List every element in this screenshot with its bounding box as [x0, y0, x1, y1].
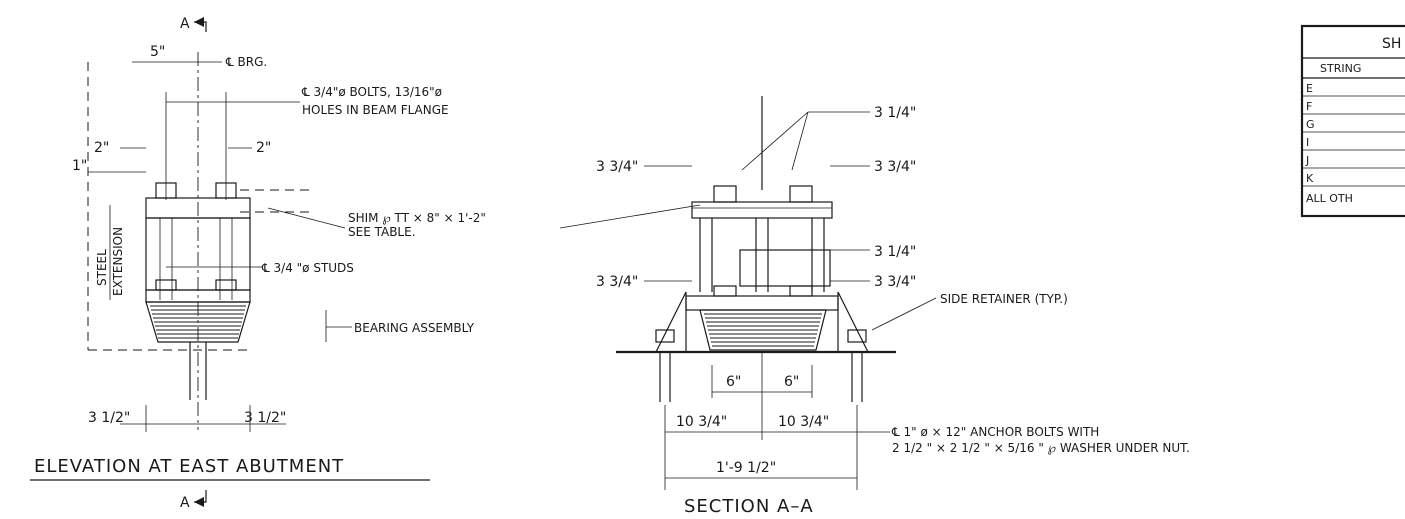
section-top-plate [691, 201, 833, 219]
elevation-view: A 5" ℄ BRG. ℄ 3/4"ø BOLTS, 13/16"ø HOLES… [30, 16, 475, 511]
section-bearing-assembly [699, 309, 827, 351]
dim-10-3-4-right: 10 3/4" [778, 414, 829, 430]
table-row-label: J [1305, 154, 1309, 167]
cl-brg-label: ℄ BRG. [225, 55, 267, 69]
anchor-note-line1: ℄ 1" ø × 12" ANCHOR BOLTS WITH [891, 425, 1099, 439]
table-row-label: G [1306, 118, 1315, 131]
dim-5in: 5" [150, 44, 165, 60]
table-header: STRING [1320, 62, 1361, 75]
section-marker-bottom: A [180, 495, 190, 511]
dim-1in: 1" [72, 158, 87, 174]
dim-3-1-2-left: 3 1/2" [88, 410, 130, 426]
studs-note: ℄ 3/4 "ø STUDS [261, 261, 354, 275]
section-title: SECTION A–A [684, 496, 814, 517]
table-title: SH [1382, 36, 1401, 52]
stud-nut-left [155, 279, 177, 291]
section-middle-block [739, 249, 831, 287]
shim-table: SH STRING E F G I J K ALL OTH [1300, 24, 1405, 218]
bearing-assembly [145, 301, 251, 343]
section-view: 3 1/4" 3 3/4" 3 3/4" 3 1/4" 3 3/4" 3 3/4… [596, 96, 1190, 517]
bolts-note-line1: ℄ 3/4"ø BOLTS, 13/16"ø [301, 85, 442, 99]
side-retainer-left [655, 291, 687, 353]
table-row-label: ALL OTH [1306, 192, 1353, 205]
dim-6in-right: 6" [784, 374, 799, 390]
section-arrowhead-bottom [194, 497, 204, 507]
table-row-label: E [1306, 82, 1313, 95]
section-arrowhead-top [194, 17, 204, 27]
shim-note-line2: SEE TABLE. [348, 225, 416, 239]
dim-2in-left: 2" [94, 140, 109, 156]
dim-3-1-4-mid: 3 1/4" [874, 244, 916, 260]
dim-3-3-4-mid-right: 3 3/4" [874, 274, 916, 290]
top-nut-right [215, 182, 237, 199]
section-top-nut-left [713, 185, 737, 203]
table-row-label: F [1306, 100, 1312, 113]
table-row-label: K [1306, 172, 1314, 185]
shim-note-line1: SHIM ℘ TT × 8" × 1'-2" [348, 211, 486, 225]
table-frame [1300, 24, 1405, 218]
section-bottom-plate [685, 295, 839, 311]
section-top-nut-right [789, 185, 813, 203]
dim-3-3-4-mid-left: 3 3/4" [596, 274, 638, 290]
dim-2in-right: 2" [256, 140, 271, 156]
bearing-hatch [150, 305, 246, 339]
dim-3-1-2-right: 3 1/2" [244, 410, 286, 426]
section-stud-nut-right [789, 285, 813, 297]
dim-overall: 1'-9 1/2" [716, 460, 776, 476]
dim-3-3-4-top-right: 3 3/4" [874, 159, 916, 175]
section-bearing-hatch [704, 313, 822, 347]
anchor-nut-right [847, 329, 867, 343]
dim-10-3-4-left: 10 3/4" [676, 414, 727, 430]
anchor-nut-left [655, 329, 675, 343]
stud-nut-right [215, 279, 237, 291]
anchor-note-line2: 2 1/2 " × 2 1/2 " × 5/16 " ℘ WASHER UNDE… [892, 441, 1190, 455]
top-nut-left [155, 182, 177, 199]
extension-label: EXTENSION [111, 227, 125, 296]
dim-3-3-4-top-left: 3 3/4" [596, 159, 638, 175]
elevation-title: ELEVATION AT EAST ABUTMENT [34, 456, 344, 477]
steel-label: STEEL [95, 249, 109, 286]
dim-3-1-4-top: 3 1/4" [874, 105, 916, 121]
section-stud-nut-left [713, 285, 737, 297]
bearing-assembly-note: BEARING ASSEMBLY [354, 321, 475, 335]
dim-6in-left: 6" [726, 374, 741, 390]
side-retainer-right [837, 291, 869, 353]
bolts-note-line2: HOLES IN BEAM FLANGE [302, 103, 449, 117]
side-retainer-note: SIDE RETAINER (TYP.) [940, 292, 1068, 306]
section-marker-top: A [180, 16, 190, 32]
table-row-label: I [1306, 136, 1309, 149]
